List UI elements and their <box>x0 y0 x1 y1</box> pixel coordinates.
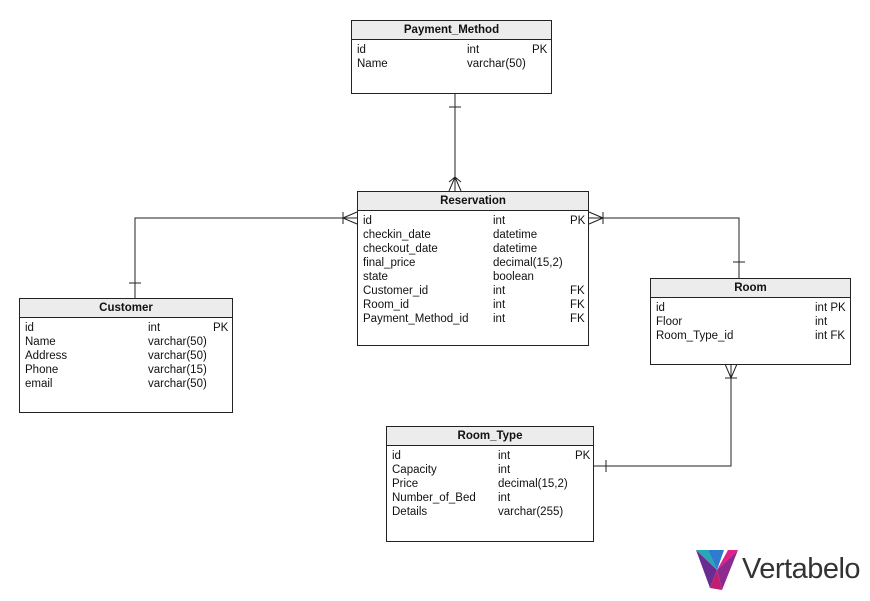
column-name: id <box>25 322 34 334</box>
column-row[interactable]: Number_of_Bed int <box>387 491 593 505</box>
relationship-customer-reservation <box>129 211 358 298</box>
column-name: id <box>357 44 366 56</box>
column-list: id int PK Name varchar(50) <box>352 40 551 71</box>
column-type: int <box>815 316 828 328</box>
column-name: id <box>656 302 665 314</box>
column-type: varchar(50) <box>467 58 526 70</box>
column-type: decimal(15,2) <box>493 257 563 269</box>
column-type: int PK <box>815 302 846 314</box>
column-name: checkout_date <box>363 243 438 255</box>
column-row[interactable]: id int PK <box>651 301 850 315</box>
column-name: Customer_id <box>363 285 429 297</box>
entity-title: Customer <box>20 299 232 318</box>
column-key: FK <box>570 285 585 297</box>
column-row[interactable]: id int PK <box>358 214 588 228</box>
entity-title: Reservation <box>358 192 588 211</box>
column-name: id <box>363 215 372 227</box>
column-name: Capacity <box>392 464 437 476</box>
column-type: varchar(50) <box>148 378 207 390</box>
column-row[interactable]: Room_id int FK <box>358 298 588 312</box>
column-type: int <box>498 450 511 462</box>
column-name: Name <box>357 58 388 70</box>
column-type: int <box>498 464 511 476</box>
column-row[interactable]: Details varchar(255) <box>387 505 593 519</box>
column-row[interactable]: Address varchar(50) <box>20 349 232 363</box>
column-row[interactable]: checkout_date datetime <box>358 242 588 256</box>
column-type: int <box>467 44 480 56</box>
entity-title: Payment_Method <box>352 21 551 40</box>
column-key: PK <box>213 322 229 334</box>
column-row[interactable]: id int PK <box>387 449 593 463</box>
column-key: FK <box>570 299 585 311</box>
relationship-room-reservation <box>588 211 745 278</box>
vertabelo-logo: Vertabelo <box>694 548 864 592</box>
column-row[interactable]: state boolean <box>358 270 588 284</box>
column-type: datetime <box>493 229 538 241</box>
column-key: PK <box>575 450 591 462</box>
column-list: id int PK Name varchar(50) Address varchar(50)… <box>20 318 232 391</box>
column-row[interactable]: final_price decimal(15,2) <box>358 256 588 270</box>
column-row[interactable]: Room_Type_id int FK <box>651 329 850 343</box>
column-type: int <box>493 313 506 325</box>
column-row[interactable]: Capacity int <box>387 463 593 477</box>
column-row[interactable]: Floor int <box>651 315 850 329</box>
column-name: final_price <box>363 257 416 269</box>
column-name: Number_of_Bed <box>392 492 476 504</box>
column-name: Name <box>25 336 56 348</box>
column-name: id <box>392 450 401 462</box>
entity-title: Room <box>651 279 850 298</box>
entity-title: Room_Type <box>387 427 593 446</box>
column-type: int <box>493 285 506 297</box>
column-name: Price <box>392 478 419 490</box>
column-key: PK <box>570 215 586 227</box>
column-name: Payment_Method_id <box>363 313 469 325</box>
column-row[interactable]: id int PK <box>20 321 232 335</box>
column-row[interactable]: Phone varchar(15) <box>20 363 232 377</box>
relationship-payment-method-reservation <box>448 93 462 192</box>
column-name: Room_Type_id <box>656 330 734 342</box>
column-type: varchar(255) <box>498 506 564 518</box>
relationship-roomtype-room <box>594 363 738 472</box>
column-type: varchar(15) <box>148 364 207 376</box>
column-type: int <box>498 492 511 504</box>
column-type: decimal(15,2) <box>498 478 568 490</box>
column-row[interactable]: email varchar(50) <box>20 377 232 391</box>
column-row[interactable]: checkin_date datetime <box>358 228 588 242</box>
column-name: checkin_date <box>363 229 431 241</box>
column-row[interactable]: Customer_id int FK <box>358 284 588 298</box>
column-name: Floor <box>656 316 683 328</box>
column-type: int FK <box>815 330 846 342</box>
column-name: state <box>363 271 388 283</box>
column-type: int <box>148 322 161 334</box>
column-row[interactable]: Name varchar(50) <box>352 57 551 71</box>
column-type: int <box>493 299 506 311</box>
column-type: varchar(50) <box>148 336 207 348</box>
column-name: Details <box>392 506 428 518</box>
column-name: Address <box>25 350 68 362</box>
vertabelo-logo-text: Vertabelo <box>742 553 861 585</box>
column-type: int <box>493 215 506 227</box>
column-row[interactable]: Payment_Method_id int FK <box>358 312 588 326</box>
column-name: Phone <box>25 364 59 376</box>
column-row[interactable]: id int PK <box>352 43 551 57</box>
column-key: PK <box>532 44 548 56</box>
column-type: boolean <box>493 271 534 283</box>
entity-customer[interactable]: Customer id int PK Name varchar(50) Address var… <box>19 298 233 413</box>
column-row[interactable]: Price decimal(15,2) <box>387 477 593 491</box>
column-key: FK <box>570 313 585 325</box>
column-type: varchar(50) <box>148 350 207 362</box>
column-type: datetime <box>493 243 538 255</box>
vertabelo-logo-icon <box>696 550 738 590</box>
column-row[interactable]: Name varchar(50) <box>20 335 232 349</box>
column-name: Room_id <box>363 299 410 311</box>
column-name: email <box>25 378 53 390</box>
